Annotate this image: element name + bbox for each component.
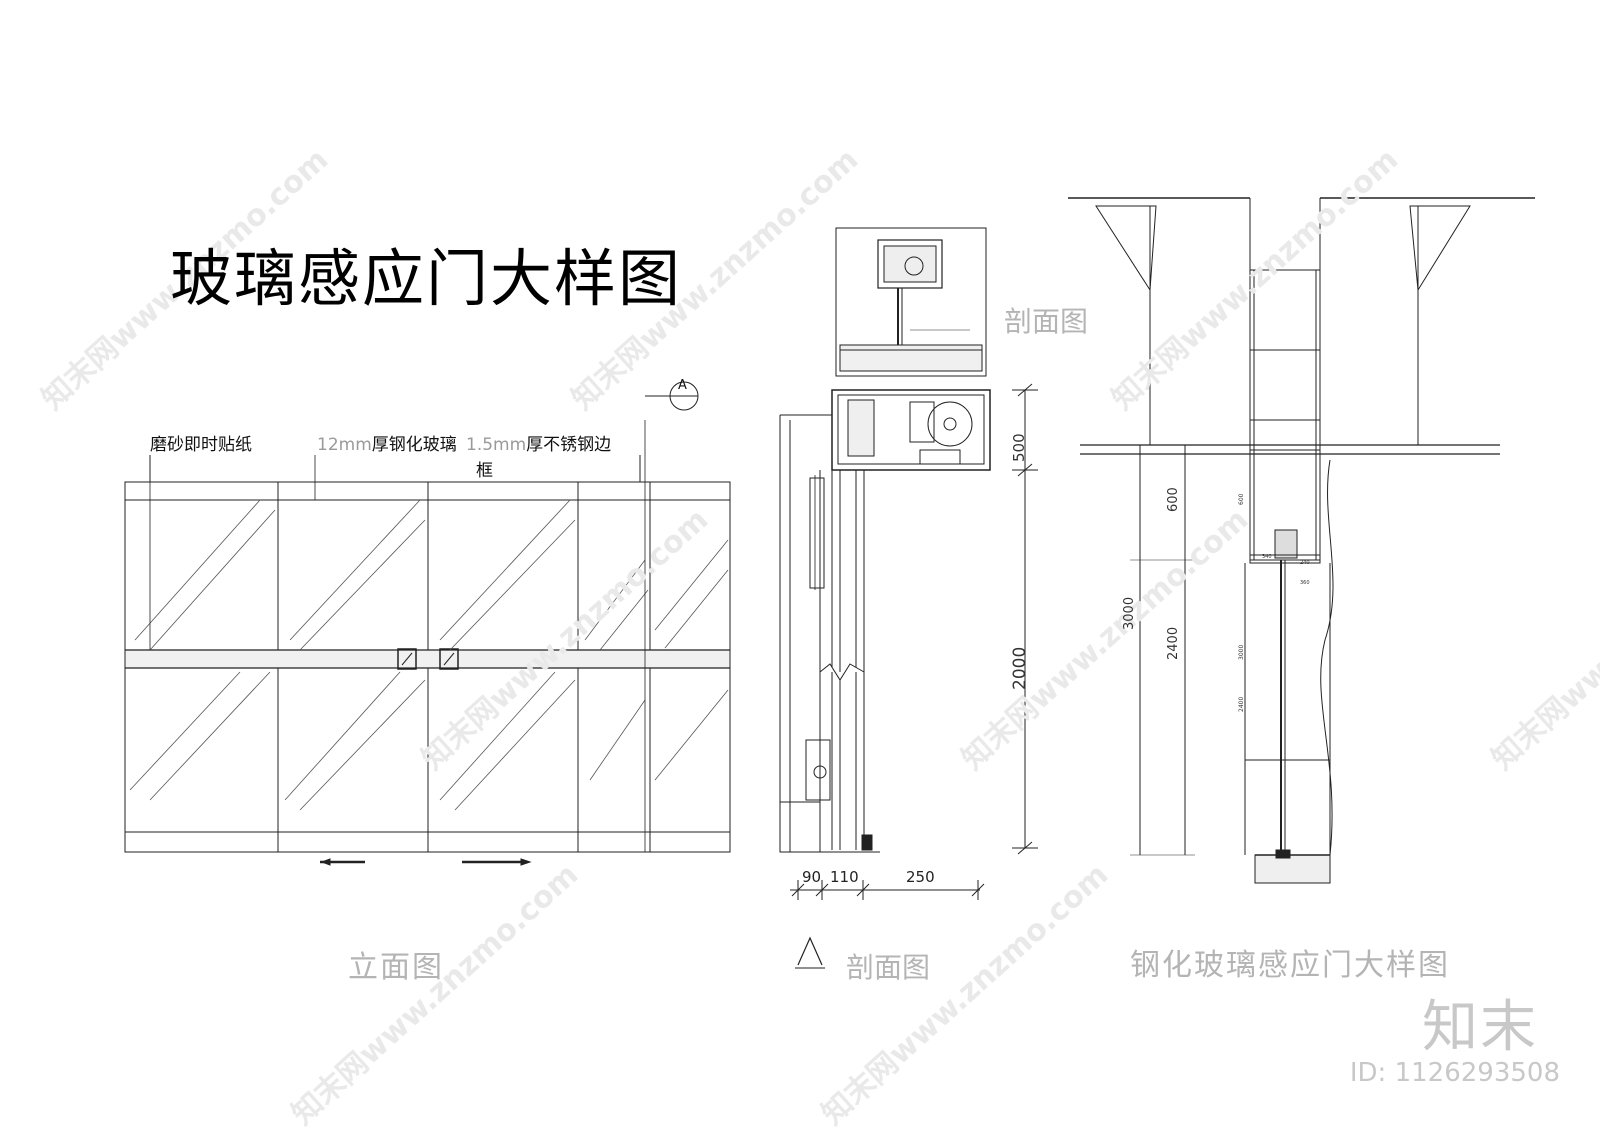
note-frosted-film: 磨砂即时贴纸 xyxy=(150,435,252,455)
dim-inner-3000: 3000 xyxy=(1238,644,1245,660)
elevation-caption: 立面图 xyxy=(348,950,444,985)
dim-small-340: 340 xyxy=(1262,554,1272,560)
note-tempered-glass: 12mm厚钢化玻璃 xyxy=(317,430,457,455)
note-frame-value: 1.5mm xyxy=(466,435,527,455)
note-steel-frame: 1.5mm厚不锈钢边 xyxy=(466,430,611,455)
dim-left-600: 600 xyxy=(1166,487,1181,512)
dim-small-240: 240 xyxy=(1300,560,1310,566)
elevation-drawing xyxy=(124,381,731,866)
dim-top: 500 xyxy=(1010,433,1028,462)
dim-left-2400: 2400 xyxy=(1166,626,1181,660)
inset-section-drawing xyxy=(835,227,987,377)
section-a-caption: 剖面图 xyxy=(846,946,930,986)
dim-left-3000: 3000 xyxy=(1122,596,1137,630)
inset-section-label: 剖面图 xyxy=(1004,305,1089,338)
note-glass-text: 厚钢化玻璃 xyxy=(371,435,457,455)
dim-bottom-90: 90 xyxy=(802,868,822,886)
section-mark-label: A xyxy=(678,378,687,393)
dim-bottom-110: 110 xyxy=(830,868,859,886)
dim-main: 2000 xyxy=(1010,646,1030,690)
dim-small-360: 360 xyxy=(1300,580,1310,586)
note-frame-text: 厚不锈钢边 xyxy=(526,435,612,455)
id-label: ID: 1126293508 xyxy=(1349,1058,1560,1088)
drawing-title: 玻璃感应门大样图 xyxy=(170,242,683,315)
section-a-caption-text: 剖面图 xyxy=(846,951,931,984)
dim-bottom-250: 250 xyxy=(906,868,935,886)
tempered-detail-drawing xyxy=(1068,197,1535,884)
note-frame-wrap: 框 xyxy=(476,461,493,481)
tempered-detail-caption: 钢化玻璃感应门大样图 xyxy=(1130,948,1450,983)
dim-inner-600: 600 xyxy=(1238,493,1245,505)
brand-logo: 知末 xyxy=(1422,995,1538,1060)
section-a-drawing xyxy=(779,383,1038,969)
dim-inner-2400: 2400 xyxy=(1238,696,1245,712)
note-glass-value: 12mm xyxy=(317,435,372,455)
